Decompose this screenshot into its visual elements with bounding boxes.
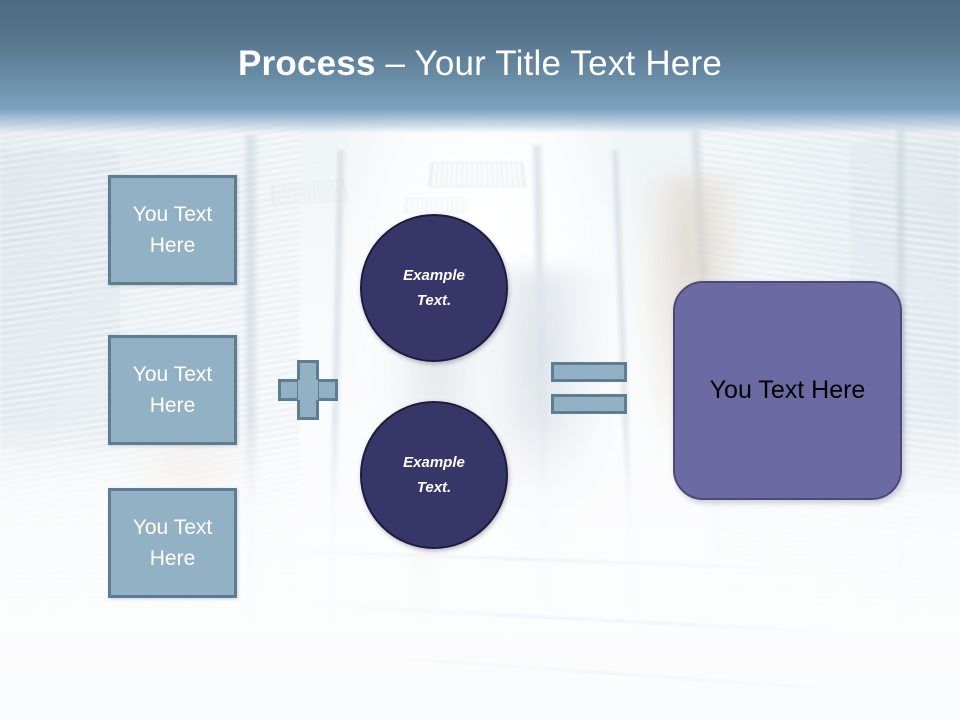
- example-circle-1-label: Example Text.: [403, 267, 465, 309]
- example-circle-2[interactable]: Example Text.: [360, 401, 508, 549]
- plus-cap-bottom: [297, 417, 319, 420]
- result-box[interactable]: You Text Here: [673, 281, 902, 500]
- example-circle-2-label: Example Text.: [403, 454, 465, 496]
- step-box-3[interactable]: You Text Here: [108, 488, 237, 598]
- step-box-1[interactable]: You Text Here: [108, 175, 237, 285]
- equals-bottom-bar: [551, 394, 627, 414]
- equals-icon: [551, 362, 627, 414]
- slide-title-bold: Process: [238, 44, 376, 83]
- plus-cap-left: [278, 379, 281, 401]
- plus-cap-top: [297, 360, 319, 363]
- step-box-3-label: You Text Here: [132, 516, 213, 570]
- left-wall-blinds-secondary: [0, 150, 120, 450]
- plus-center-fill: [298, 380, 318, 400]
- result-box-label: You Text Here: [709, 376, 866, 404]
- header-band: [0, 0, 960, 133]
- step-box-2[interactable]: You Text Here: [108, 335, 237, 445]
- slide-title-rest: – Your Title Text Here: [375, 44, 722, 83]
- step-box-2-label: You Text Here: [132, 363, 213, 417]
- plus-cap-right: [335, 379, 338, 401]
- example-circle-1[interactable]: Example Text.: [360, 214, 508, 362]
- slide-title: Process – Your Title Text Here: [0, 43, 960, 85]
- plus-icon: [278, 360, 338, 420]
- step-box-1-label: You Text Here: [132, 203, 213, 257]
- equals-top-bar: [551, 362, 627, 382]
